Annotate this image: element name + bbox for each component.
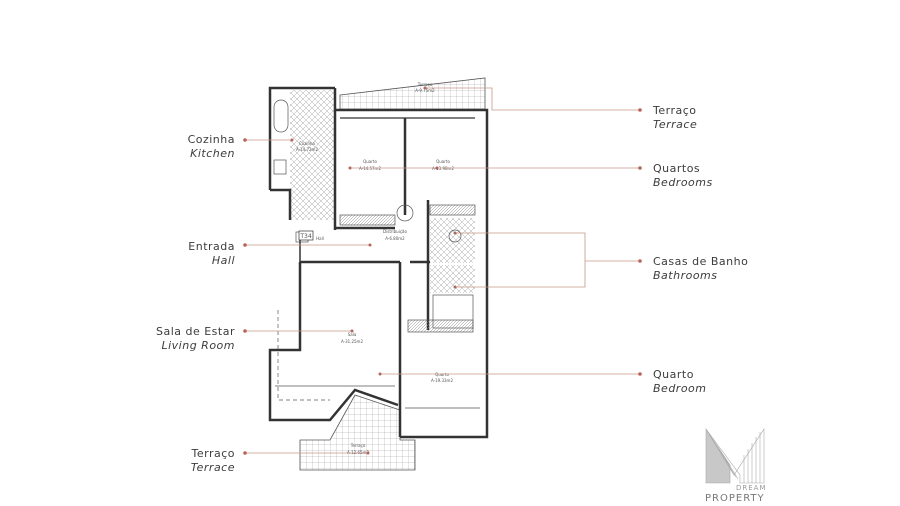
- svg-text:A-14.57m2: A-14.57m2: [359, 166, 381, 171]
- svg-text:A-19.33m2: A-19.33m2: [431, 378, 453, 383]
- bathroom-2-floor: [430, 265, 475, 293]
- svg-text:A-6.80m2: A-6.80m2: [385, 236, 405, 241]
- svg-text:Sala: Sala: [348, 332, 357, 337]
- bathroom-1-floor: [430, 218, 475, 263]
- leader-dots: [243, 86, 642, 455]
- logo-text-property: PROPERTY: [705, 493, 765, 504]
- svg-text:Quarto: Quarto: [436, 159, 450, 164]
- kitchen-floor: [290, 90, 335, 220]
- svg-text:Cozinha: Cozinha: [299, 141, 316, 146]
- room-label: Terraço: [417, 82, 433, 87]
- svg-text:A-9.75m2: A-9.75m2: [415, 88, 435, 93]
- walls: [268, 86, 489, 439]
- unit-tag: T34: [299, 233, 311, 240]
- top-terrace: [339, 77, 486, 111]
- room-labels: Terraço A-9.75m2 Cozinha A-14.72m2 Quart…: [296, 82, 454, 455]
- svg-text:Quarto: Quarto: [435, 372, 449, 377]
- logo-text-dream: DREAM: [736, 484, 767, 492]
- svg-text:Terraço: Terraço: [350, 443, 366, 448]
- svg-text:A-12.65m2: A-12.65m2: [347, 450, 369, 455]
- svg-text:Distribuição: Distribuição: [383, 229, 407, 234]
- svg-text:Quarto: Quarto: [363, 159, 377, 164]
- leader-lines: [245, 87, 640, 454]
- dream-property-logo: [705, 427, 765, 484]
- svg-text:A-13.98m2: A-13.98m2: [432, 166, 454, 171]
- svg-text:A-31.25m2: A-31.25m2: [341, 339, 363, 344]
- svg-text:A-14.72m2: A-14.72m2: [296, 147, 318, 152]
- bottom-terrace: [299, 394, 416, 471]
- fixtures: [273, 99, 480, 409]
- svg-text:Hall: Hall: [316, 236, 324, 241]
